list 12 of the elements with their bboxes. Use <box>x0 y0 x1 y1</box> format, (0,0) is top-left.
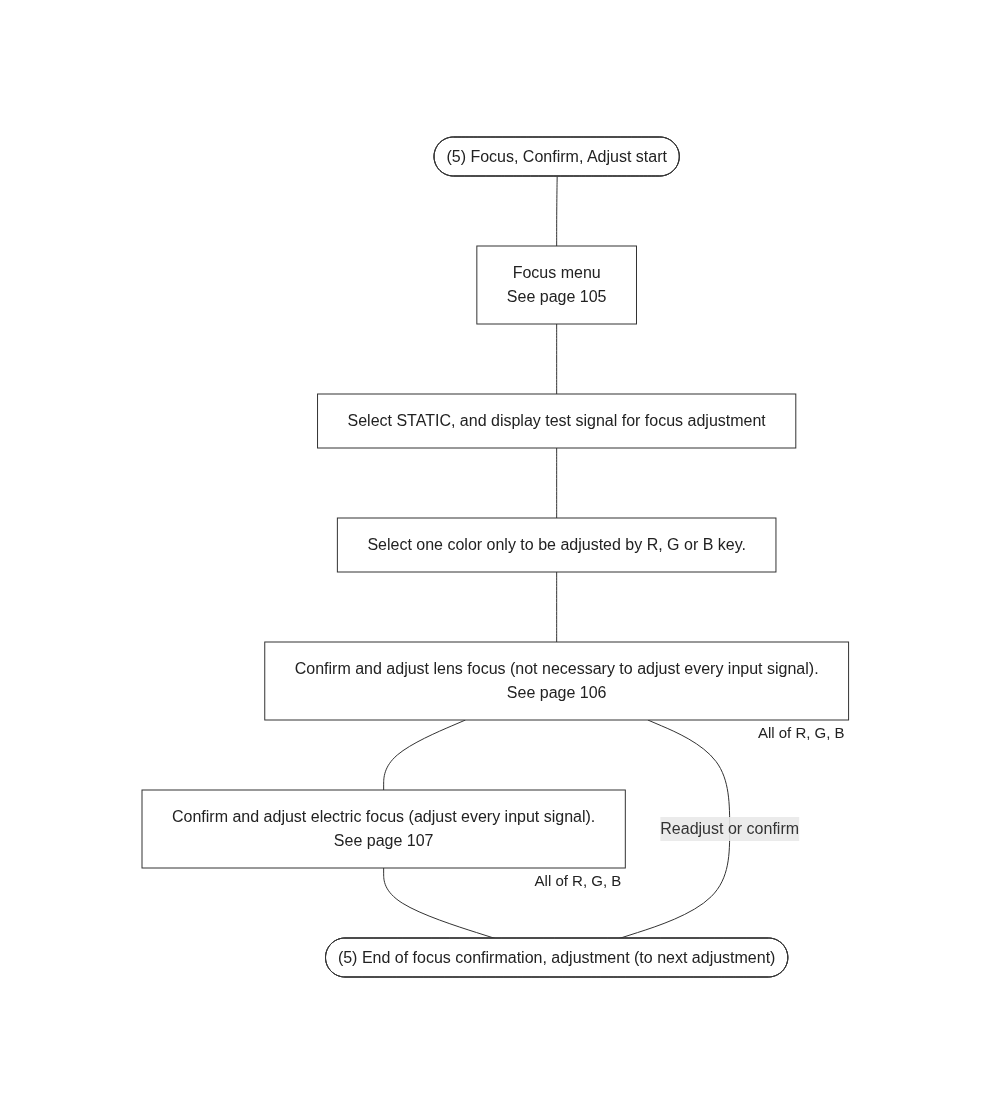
edge-label: Readjust or confirm <box>660 820 800 837</box>
node-box: Focus menu See page 105 <box>476 245 638 325</box>
connector <box>556 176 558 247</box>
connector <box>556 323 558 395</box>
connector <box>556 447 558 519</box>
node-note: All of R, G, B <box>758 724 845 741</box>
node-box: Select one color only to be adjusted by R, G or B key. <box>337 517 777 573</box>
node-box: Select STATIC, and display test signal for focus adjustment <box>317 393 797 449</box>
connector <box>556 571 558 643</box>
node-box: Confirm and adjust lens focus (not necessary to adjust every input signal). See page 106 <box>264 641 850 721</box>
node-note: All of R, G, B <box>534 872 622 889</box>
node-box: Confirm and adjust electric focus (adjust every input signal). See page 107 <box>141 789 626 869</box>
